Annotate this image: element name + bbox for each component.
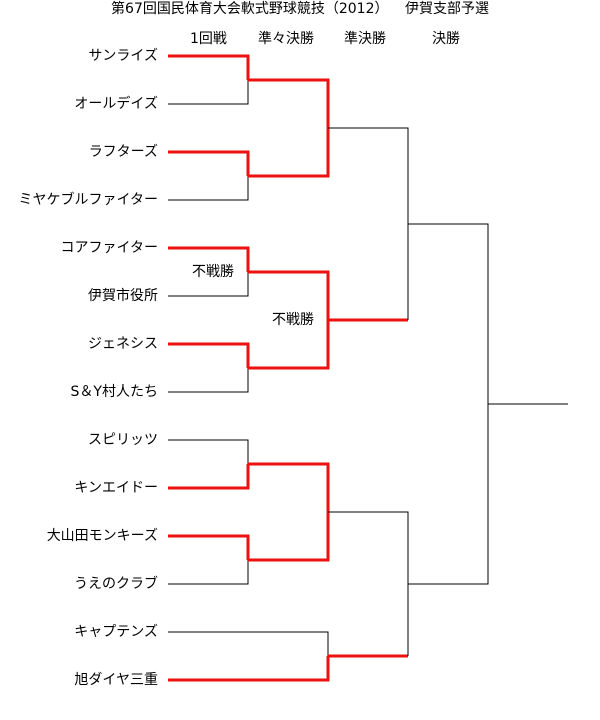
team-name: S＆Y村人たち bbox=[70, 384, 158, 400]
winner-path bbox=[168, 534, 250, 560]
round-header-r1: 1回戦 bbox=[190, 31, 227, 47]
team-name: うえのクラブ bbox=[74, 576, 158, 592]
team-name: オールデイズ bbox=[74, 96, 158, 112]
match-7 bbox=[168, 631, 330, 682]
match-6 bbox=[168, 534, 250, 585]
match-2 bbox=[168, 150, 250, 201]
sf-match-1 bbox=[328, 127, 409, 322]
winner-path bbox=[248, 512, 330, 562]
walkover-note-r1: 不戦勝 bbox=[192, 264, 234, 280]
winner-path bbox=[248, 128, 330, 178]
bracket-line bbox=[168, 560, 249, 585]
team-name: ラフターズ bbox=[88, 144, 158, 160]
winner-path bbox=[168, 464, 250, 490]
round-header-semifinal: 準決勝 bbox=[344, 31, 386, 47]
bracket-line bbox=[168, 439, 249, 464]
winner-path bbox=[168, 342, 250, 368]
winner-path bbox=[168, 54, 250, 80]
team-name: 旭ダイヤ三重 bbox=[74, 672, 158, 688]
winner-path bbox=[248, 270, 330, 320]
team-name: ジェネシス bbox=[88, 336, 158, 352]
team-name: コアファイター bbox=[60, 240, 158, 256]
bracket-line bbox=[328, 511, 409, 584]
tournament-subtitle: 伊賀支部予選 bbox=[404, 1, 489, 17]
bracket-line bbox=[168, 272, 249, 297]
bracket-title: 第67回国民体育大会軟式野球競技（2012） 伊賀支部予選 bbox=[0, 0, 600, 18]
winner-path bbox=[168, 656, 330, 682]
final-match bbox=[408, 223, 568, 585]
winner-path bbox=[248, 78, 330, 128]
round-header-quarterfinal: 準々決勝 bbox=[258, 31, 314, 47]
bracket-line bbox=[328, 127, 409, 224]
winner-path bbox=[248, 320, 330, 370]
winner-path bbox=[168, 150, 250, 176]
winner-path bbox=[248, 462, 330, 512]
qf-match-1 bbox=[248, 78, 330, 178]
match-4 bbox=[168, 342, 250, 393]
qf-match-2 bbox=[248, 270, 330, 370]
round-header-final: 決勝 bbox=[432, 31, 460, 47]
winner-path bbox=[168, 246, 250, 272]
bracket-line bbox=[408, 223, 489, 585]
bracket-line bbox=[168, 176, 249, 201]
bracket-line bbox=[168, 631, 329, 656]
match-3 bbox=[168, 246, 250, 297]
team-name: キャプテンズ bbox=[74, 624, 158, 640]
bracket-line bbox=[168, 368, 249, 393]
team-name: キンエイドー bbox=[74, 480, 158, 496]
team-name: スピリッツ bbox=[88, 432, 158, 448]
sf-match-2 bbox=[328, 511, 409, 658]
bracket-line bbox=[168, 80, 249, 105]
team-name: サンライズ bbox=[88, 48, 158, 64]
walkover-note-qf: 不戦勝 bbox=[272, 312, 314, 328]
tournament-name: 第67回国民体育大会軟式野球競技（2012） bbox=[111, 1, 389, 17]
team-name: ミヤケブルファイター bbox=[18, 192, 158, 208]
team-name: 伊賀市役所 bbox=[88, 288, 158, 304]
match-5 bbox=[168, 439, 250, 490]
qf-match-3 bbox=[248, 462, 330, 562]
match-1 bbox=[168, 54, 250, 105]
team-name: 大山田モンキーズ bbox=[46, 528, 158, 544]
